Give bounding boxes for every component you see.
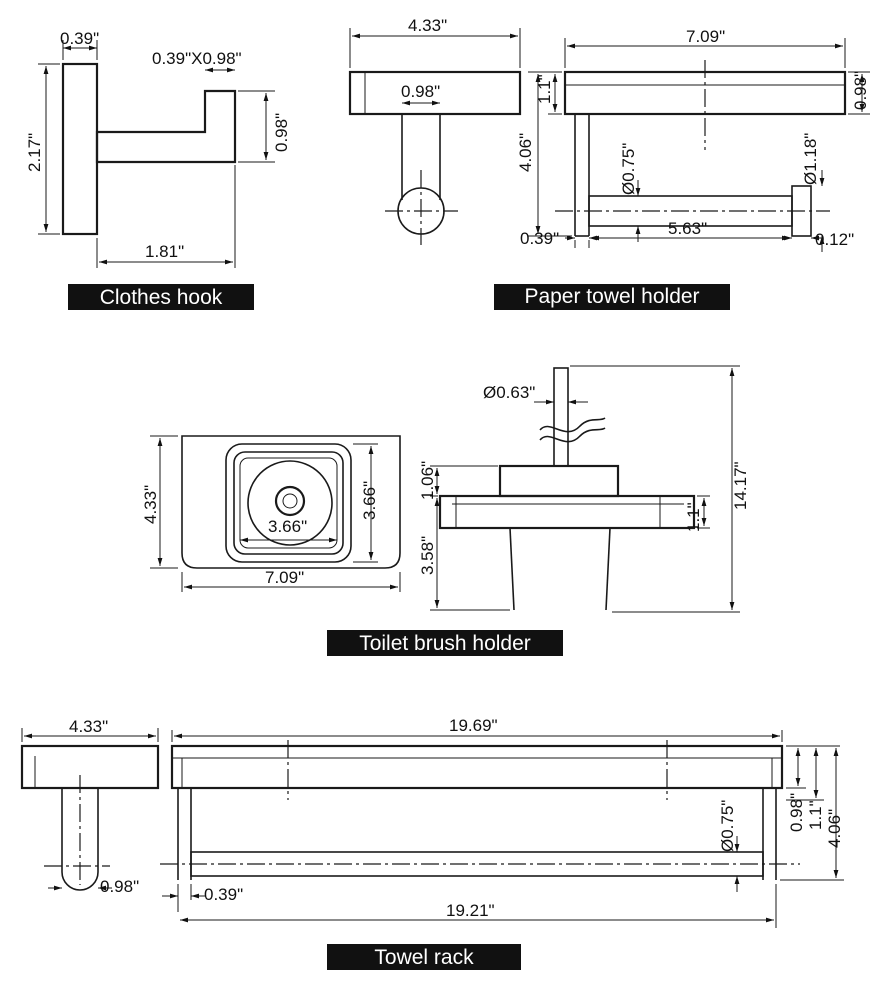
ptw-side-width: 4.33" <box>408 16 447 35</box>
tbh-cup-height: 3.66" <box>360 481 379 520</box>
toilet-brush-holder-plan-drawing: 4.33" 3.66" 3.66" 7.09" <box>141 435 401 592</box>
tbh-cup-lip <box>498 464 620 498</box>
tbh-total-height: 14.17" <box>731 461 750 510</box>
tbh-plan-height: 4.33" <box>141 485 160 524</box>
ptw-cap-thickness: 0.12" <box>815 230 854 249</box>
label-paper-towel-holder: Paper towel holder <box>524 285 699 308</box>
hook-depth: 1.81" <box>145 242 184 261</box>
ptw-rod-diameter: Ø0.75" <box>619 143 638 195</box>
label-clothes-hook: Clothes hook <box>100 286 223 309</box>
tr-plate-height: 1.1" <box>806 800 825 830</box>
tbh-wall-plate <box>438 494 696 530</box>
hook-arm-height: 0.98" <box>272 113 291 152</box>
ptw-cap-diameter: Ø1.18" <box>801 133 820 185</box>
tr-length: 19.69" <box>449 716 498 735</box>
tr-top-plate <box>170 744 784 790</box>
towel-rack-side-drawing: 4.33" 0.98" <box>20 717 160 896</box>
tbh-plan-width: 7.09" <box>265 568 304 587</box>
tr-post-thickness: 0.39" <box>204 885 243 904</box>
ptw-post-thickness: 0.39" <box>520 229 559 248</box>
hook-arm <box>95 89 237 164</box>
toilet-brush-holder-side-drawing: 14.17" Ø0.63" 1.06" 1.1" 3.58" Toilet br… <box>327 365 750 656</box>
hook-height: 2.17" <box>25 133 44 172</box>
tr-plate-depth: 0.98" <box>787 793 806 832</box>
ptw-total-height: 4.06" <box>516 133 535 172</box>
tbh-plate-plan <box>181 435 401 569</box>
tbh-plate-height: 1.1" <box>684 502 703 532</box>
paper-towel-holder-side-drawing: 4.33" 0.98" <box>348 16 522 245</box>
ptw-plate-depth: 0.98" <box>851 71 870 110</box>
tbh-lip-height: 1.06" <box>418 461 437 500</box>
tbh-cup-outer <box>225 443 352 563</box>
tr-post-width: 0.98" <box>100 877 139 896</box>
tbh-handle-diameter: Ø0.63" <box>483 383 535 402</box>
tbh-cup-depth: 3.58" <box>418 536 437 575</box>
tr-total-height: 4.06" <box>825 809 844 848</box>
hook-base-plate <box>61 62 99 236</box>
hook-top-width: 0.39" <box>60 29 99 48</box>
tbh-handle <box>553 367 569 467</box>
hook-size: 0.39"X0.98" <box>152 49 242 68</box>
ptw-length: 7.09" <box>686 27 725 46</box>
ptw-rod-length: 5.63" <box>668 219 707 238</box>
tr-rod-diameter: Ø0.75" <box>718 800 737 852</box>
label-towel-rack: Towel rack <box>374 946 474 969</box>
paper-towel-holder-front-drawing: 7.09" 1.1" 0.98" 4.06" Ø0.75" Ø1.18" 0.3… <box>494 27 870 310</box>
tr-side-width: 4.33" <box>69 717 108 736</box>
ptw-post-width: 0.98" <box>401 82 440 101</box>
tr-rod-length: 19.21" <box>446 901 495 920</box>
clothes-hook-drawing: 0.39" 0.39"X0.98" 2.17" 0.98" 1.81" Clot… <box>25 29 291 310</box>
label-toilet-brush-holder: Toilet brush holder <box>359 632 531 655</box>
tbh-cup-width: 3.66" <box>268 517 307 536</box>
towel-rack-front-drawing: 19.69" 0.98" 1.1" 4.06" Ø0.75" 0.39" 19.… <box>160 716 844 970</box>
